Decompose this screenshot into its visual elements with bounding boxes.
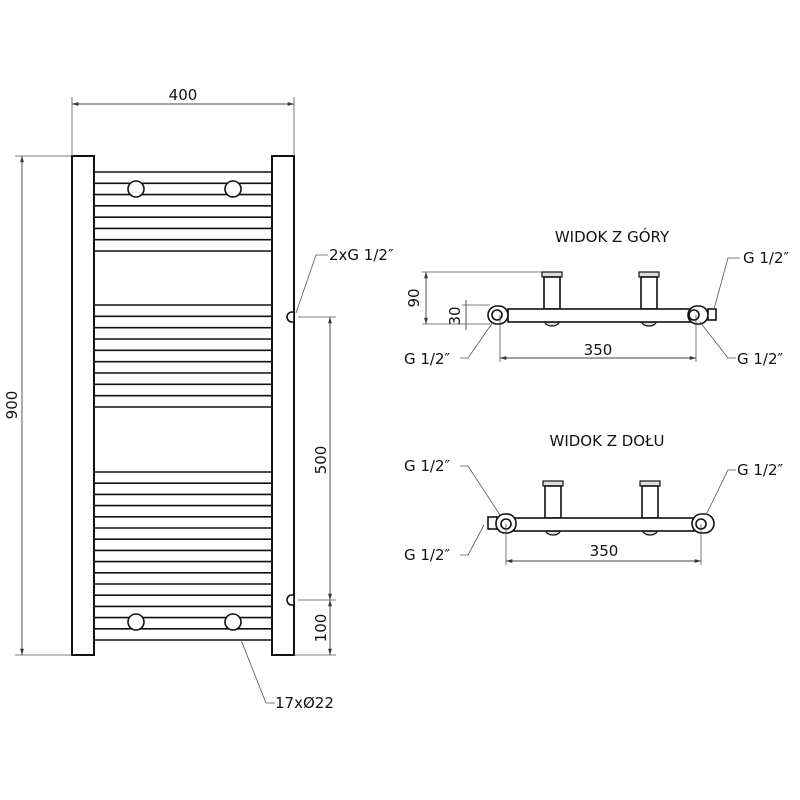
depth-dimension: 90 [405,288,423,307]
wall-bracket [641,485,659,519]
mount-bracket [127,180,145,198]
right-side-rail [271,155,295,656]
left-side-rail [71,155,95,656]
front-view: 400 900 500 100 2xG 1/2″ 17xØ22 [3,86,394,712]
top-label-bottom-left: G 1/2″ [404,350,451,368]
connection-port [286,594,295,606]
bottom-offset-dimension: 100 [312,614,330,643]
height-dimension: 900 [3,391,21,420]
top-view-title: WIDOK Z GÓRY [555,227,670,246]
mount-bracket [224,180,242,198]
top-spacing-dimension: 350 [584,341,613,359]
bottom-spacing-dimension: 350 [590,542,619,560]
bottom-view: WIDOK Z DOŁU 350 G 1/2″ G 1/2″ G 1/2″ [404,432,784,565]
wall-bracket [544,485,562,519]
connection-spacing-dimension: 500 [312,446,330,475]
connection-label: 2xG 1/2″ [329,246,394,264]
horizontal-tubes [94,171,272,641]
tubes-label: 17xØ22 [275,694,334,712]
offset-dimension: 30 [446,306,464,325]
top-label-top-right: G 1/2″ [743,249,790,267]
wall-bracket [543,276,561,310]
bottom-label-top-right: G 1/2″ [737,461,784,479]
bottom-label-bottom-left: G 1/2″ [404,546,451,564]
mount-bracket [127,613,145,631]
wall-bracket [640,276,658,310]
top-view: WIDOK Z GÓRY 90 30 350 G 1/2″ G 1/2″ G 1… [404,227,790,368]
bottom-label-top-left: G 1/2″ [404,457,451,475]
bottom-view-title: WIDOK Z DOŁU [549,432,664,450]
width-dimension: 400 [169,86,198,104]
top-label-bottom-right: G 1/2″ [737,350,784,368]
connection-port [286,311,295,323]
mount-bracket [224,613,242,631]
